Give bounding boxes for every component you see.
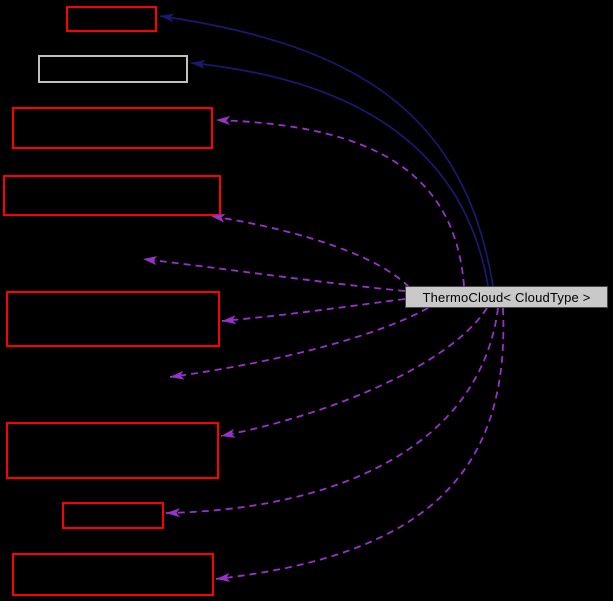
usage-box8-edge	[215, 307, 505, 582]
graph-boxes	[3, 6, 221, 596]
graph-edges	[142, 13, 505, 582]
class-box-7[interactable]	[62, 502, 164, 529]
usage-box4-edge	[210, 213, 410, 288]
usage-box7-edge	[165, 307, 499, 518]
class-box-5[interactable]	[6, 291, 220, 347]
usage-free1-edge	[142, 256, 406, 292]
class-box-4[interactable]	[3, 175, 221, 216]
usage-box6-edge	[220, 307, 488, 438]
class-box-3[interactable]	[12, 107, 213, 149]
main-class-node-label: ThermoCloud< CloudType >	[422, 289, 591, 305]
class-box-6[interactable]	[6, 422, 219, 479]
inheritance-box2-edge	[190, 59, 489, 287]
usage-box5-edge	[221, 298, 406, 325]
class-box-2[interactable]	[38, 55, 188, 83]
main-class-node: ThermoCloud< CloudType >	[405, 286, 608, 308]
inheritance-box1-edge	[159, 13, 494, 287]
class-box-8[interactable]	[12, 553, 214, 596]
class-box-1[interactable]	[66, 6, 157, 32]
usage-box3-edge	[215, 115, 465, 287]
usage-free2-edge	[169, 307, 429, 380]
